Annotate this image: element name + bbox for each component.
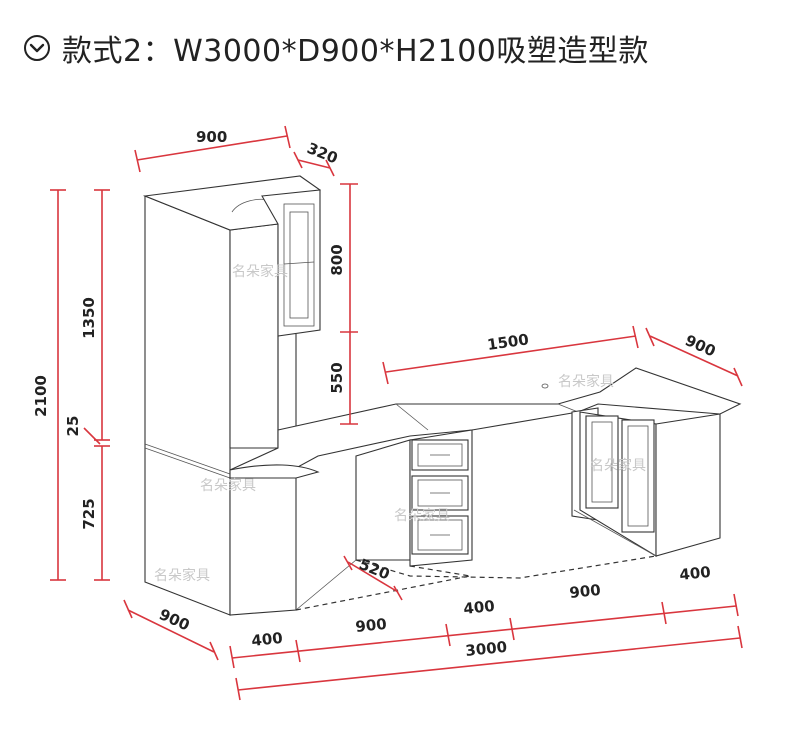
watermark-3: 名朵家具 (154, 567, 210, 584)
dim-desk-width-label: 1500 (486, 330, 530, 354)
dim-total-width-label: 3000 (465, 638, 508, 660)
dim-bottom-left-depth (123, 599, 219, 661)
dim-seg-400-b-label: 400 (463, 597, 496, 618)
tall-cabinet (142, 175, 321, 616)
dim-top-width (134, 125, 291, 173)
dim-top-width-label: 900 (196, 128, 227, 146)
desk (229, 367, 742, 616)
dim-lower-height-label: 725 (80, 498, 98, 529)
dim-desk-width (382, 325, 639, 385)
watermark-4: 名朵家具 (558, 373, 614, 390)
glass-cabinet (261, 189, 321, 448)
dim-seg-400-a-label: 400 (251, 629, 284, 650)
watermark-1: 名朵家具 (232, 263, 288, 280)
watermark-5: 名朵家具 (590, 457, 646, 474)
dim-segments (229, 593, 739, 669)
dim-bottom-left-depth-label: 900 (156, 605, 192, 634)
dim-cabinet-800 (340, 183, 358, 333)
dim-upper-height-label: 1350 (80, 297, 98, 339)
dim-desk-depth-right-label: 900 (682, 331, 718, 360)
dim-drawer-depth (343, 555, 403, 601)
dim-total-height-label: 2100 (32, 375, 50, 417)
header: 款式2：W3000*D900*H2100吸塑造型款 (22, 22, 649, 74)
page-title: 款式2：W3000*D900*H2100吸塑造型款 (62, 34, 649, 69)
dim-lower-height (94, 446, 110, 581)
dim-desk-depth-right (645, 327, 743, 387)
dim-total-height (50, 189, 66, 581)
floor-outline (295, 555, 657, 611)
dim-gap-label: 25 (64, 416, 82, 437)
watermark-2: 名朵家具 (200, 477, 256, 494)
dim-seg-900-a-label: 900 (355, 615, 388, 636)
dim-gap (83, 427, 110, 447)
dim-cabinet-800-label: 800 (328, 244, 346, 275)
dim-cabinet-550 (340, 332, 358, 425)
dim-seg-900-b-label: 900 (569, 581, 602, 602)
dim-cabinet-550-label: 550 (328, 362, 346, 393)
dim-top-depth (293, 151, 335, 177)
watermark-6: 名朵家具 (394, 507, 450, 524)
chevron-down-circle-icon (24, 35, 50, 61)
dim-seg-400-c-label: 400 (679, 563, 712, 584)
dim-total-width (235, 625, 743, 701)
